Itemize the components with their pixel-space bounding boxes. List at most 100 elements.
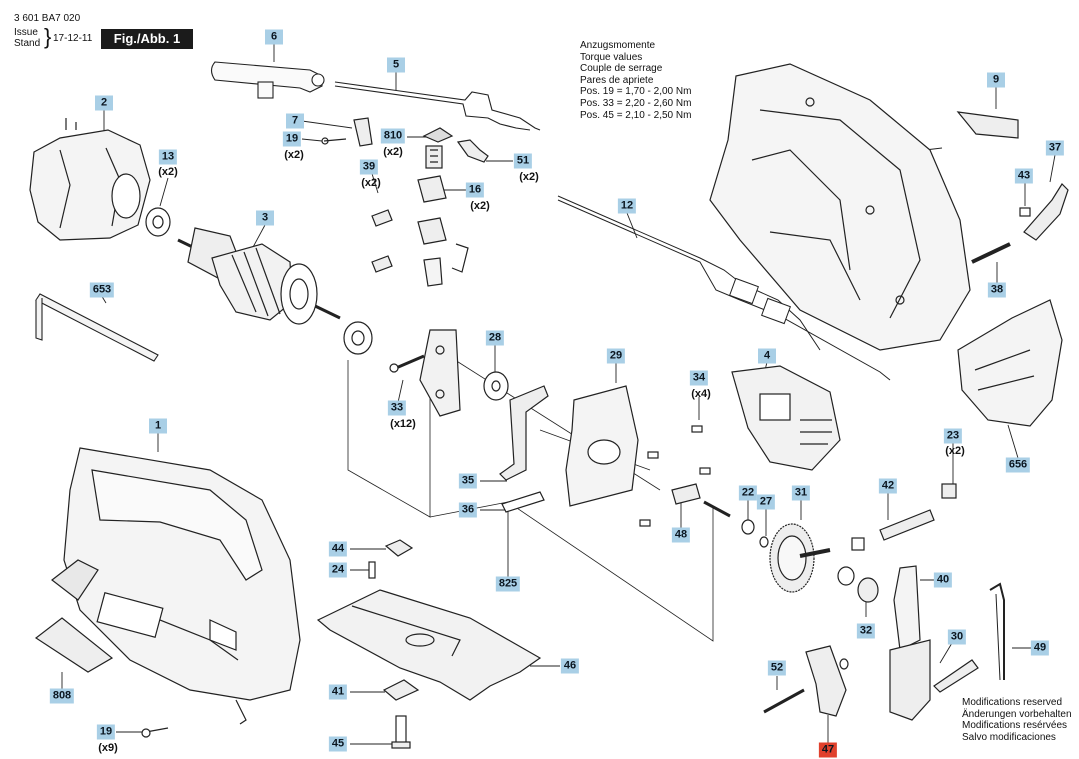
modification-line: Modifications resérvées — [962, 720, 1068, 732]
part-810-brush-holder — [422, 127, 454, 169]
callout-12: 12 — [617, 198, 637, 214]
callout-44: 44 — [328, 541, 348, 557]
part-6-rod — [210, 61, 325, 99]
callout-43: 43 — [1014, 168, 1034, 184]
part-49-spring — [989, 582, 1005, 681]
callout-19-lower: 19 — [96, 724, 116, 740]
part-37-lever — [1023, 183, 1069, 241]
part-38-pin — [971, 242, 1011, 264]
callout-6: 6 — [265, 29, 283, 45]
callout-28: 28 — [485, 330, 505, 346]
callout-49: 49 — [1030, 640, 1050, 656]
callout-19: 19 — [282, 131, 302, 147]
callout-7: 7 — [286, 113, 304, 129]
part-30-guide — [933, 659, 979, 693]
torque-line: Pos. 33 = 2,20 - 2,60 Nm — [580, 98, 692, 109]
part-31-gear — [769, 523, 831, 593]
part-7-clip — [353, 117, 373, 147]
part-40-plunger — [889, 565, 931, 721]
callout-32: 32 — [856, 623, 876, 639]
part-2-stator — [29, 118, 151, 241]
part-48-sleeve — [671, 483, 731, 518]
part-35-plate — [499, 385, 549, 481]
part-1-housing — [51, 447, 301, 725]
callout-35: 35 — [458, 473, 478, 489]
callout-40: 40 — [933, 572, 953, 588]
part-22-washer — [741, 519, 755, 535]
callout-9: 9 — [987, 72, 1005, 88]
part-36-slider — [501, 491, 545, 513]
part-27-ring — [759, 536, 769, 548]
qty-16: (x2) — [470, 200, 490, 212]
callout-2: 2 — [95, 95, 113, 111]
part-45-screw — [391, 715, 411, 749]
part-51-terminal — [456, 139, 489, 163]
qty-23: (x2) — [945, 445, 965, 457]
callout-653: 653 — [89, 282, 115, 298]
modification-line: Salvo modificaciones — [962, 731, 1056, 743]
part-3-armature — [177, 227, 341, 325]
part-39-brush — [371, 209, 393, 273]
part-12-cable — [557, 195, 891, 381]
part-4-switch — [731, 365, 841, 471]
qty-13: (x2) — [158, 166, 178, 178]
part-29-plate — [565, 385, 639, 507]
part-46-baseplate — [316, 589, 542, 701]
torque-line: Pos. 45 = 2,10 - 2,50 Nm — [580, 109, 692, 121]
housing-right — [709, 63, 971, 351]
assembly-axis-lines — [347, 340, 714, 642]
part-47-lever — [805, 645, 849, 717]
qty-33: (x12) — [390, 418, 416, 430]
brace-glyph: } — [44, 24, 52, 49]
part-23-block — [941, 483, 957, 499]
callout-47-highlighted: 47 — [818, 742, 838, 758]
callout-810: 810 — [380, 128, 406, 144]
callout-41: 41 — [328, 684, 348, 700]
callout-45: 45 — [328, 736, 348, 752]
callout-34: 34 — [689, 370, 709, 386]
callout-33: 33 — [387, 400, 407, 416]
callout-825: 825 — [495, 576, 521, 592]
callout-23: 23 — [943, 428, 963, 444]
part-13-bearing — [145, 207, 171, 237]
part-41-plate — [382, 679, 420, 701]
qty-39: (x2) — [361, 177, 381, 189]
callout-16: 16 — [465, 182, 485, 198]
figure-label: Fig./Abb. 1 — [101, 29, 193, 49]
callout-22: 22 — [738, 485, 758, 501]
modification-line: Änderungen vorbehalten — [962, 708, 1072, 720]
callout-13: 13 — [158, 149, 178, 165]
stand-label: Stand — [14, 38, 41, 49]
callout-31: 31 — [791, 485, 811, 501]
part-43-pin — [1019, 207, 1031, 217]
armature-bearing — [343, 321, 373, 355]
issue-date: 17-12-11 — [53, 33, 93, 44]
qty-19: (x2) — [284, 149, 304, 161]
part-28-washer — [483, 371, 509, 401]
callout-39: 39 — [359, 159, 379, 175]
qty-810: (x2) — [383, 146, 403, 158]
part-34-pins — [639, 425, 711, 527]
callout-24: 24 — [328, 562, 348, 578]
part-19-screw-lower — [141, 727, 169, 738]
callout-3: 3 — [256, 210, 274, 226]
callout-42: 42 — [878, 478, 898, 494]
part-656-cover — [957, 299, 1063, 427]
callout-38: 38 — [987, 282, 1007, 298]
torque-line: Anzugsmomente — [580, 40, 656, 51]
callout-656: 656 — [1005, 457, 1031, 473]
qty-19-lower: (x9) — [98, 742, 118, 754]
doc-number: 3 601 BA7 020 — [14, 13, 81, 24]
issue-label: Issue — [14, 27, 38, 38]
qty-34: (x4) — [691, 388, 711, 400]
callout-30: 30 — [947, 629, 967, 645]
part-33-screw — [389, 354, 425, 373]
callout-5: 5 — [387, 57, 405, 73]
part-19-screw — [321, 137, 347, 145]
part-32-bearing — [837, 566, 879, 603]
callout-808: 808 — [49, 688, 75, 704]
part-653-hex-key — [35, 293, 159, 362]
callout-51: 51 — [513, 153, 533, 169]
